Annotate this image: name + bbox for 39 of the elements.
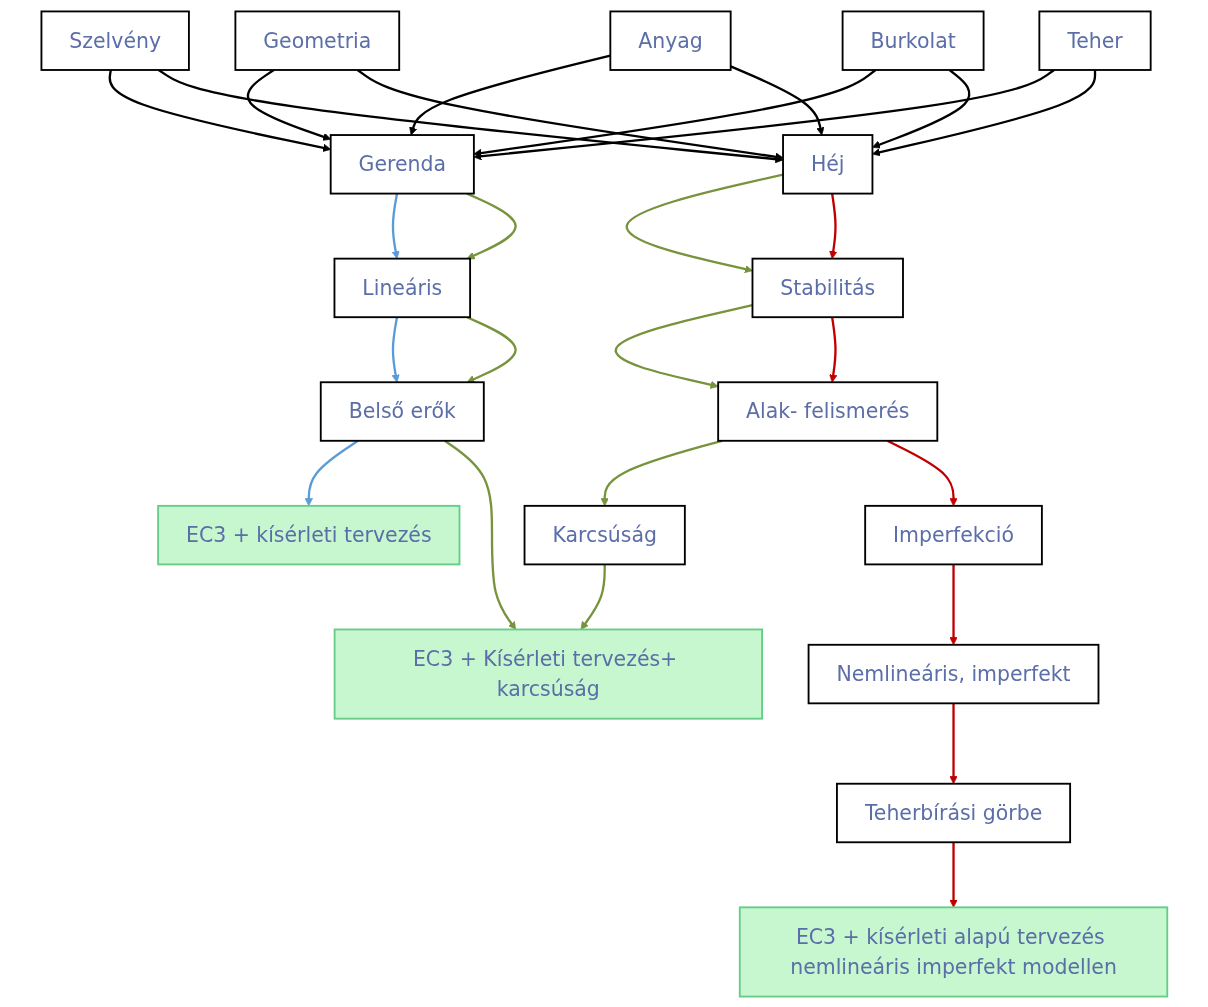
arrow: [886, 439, 958, 506]
node-box: Belső erők: [319, 380, 485, 442]
node-box: Anyag: [609, 10, 732, 71]
node-box: Burkolat: [841, 10, 985, 71]
arrow: [625, 172, 783, 273]
arrow: [304, 439, 359, 506]
arrow: [580, 563, 606, 630]
node-box: Nemlineáris, imperfekt: [807, 643, 1100, 704]
arrow: [614, 303, 753, 389]
node-box: EC3 + kísérleti tervezés: [156, 504, 461, 565]
arrow: [473, 68, 1055, 160]
arrow: [466, 315, 517, 383]
node-box: Héj: [781, 133, 873, 194]
arrow: [391, 192, 400, 259]
arrow: [729, 64, 824, 135]
node-box: Teher: [1038, 10, 1152, 71]
node-box: Stabilitás: [751, 257, 904, 318]
node-box: Gerenda: [329, 133, 475, 194]
arrow: [949, 702, 958, 784]
arrow: [443, 439, 516, 630]
arrow: [473, 68, 876, 157]
arrow: [466, 192, 517, 259]
arrow: [246, 68, 331, 141]
arrow: [949, 563, 958, 645]
node-box: Alak- felismerés: [716, 380, 938, 442]
node-box: Lineáris: [333, 257, 471, 318]
node-box: Imperfekció: [863, 504, 1043, 565]
node-box: EC3 + kísérleti alapú tervezés nemlineáris imperfekt modellen: [738, 905, 1168, 997]
node-box: Karcsúság: [523, 504, 686, 565]
arrow: [600, 439, 723, 506]
node-box: Teherbírási görbe: [835, 782, 1071, 843]
arrow: [391, 316, 400, 383]
arrow: [828, 192, 837, 259]
arrow: [949, 841, 958, 908]
node-box: Geometria: [234, 10, 400, 71]
node-box: EC3 + Kísérleti tervezés+ karcsúság: [333, 628, 763, 720]
arrow: [828, 316, 837, 383]
node-box: Szelvény: [40, 10, 190, 71]
arrow: [108, 69, 331, 152]
